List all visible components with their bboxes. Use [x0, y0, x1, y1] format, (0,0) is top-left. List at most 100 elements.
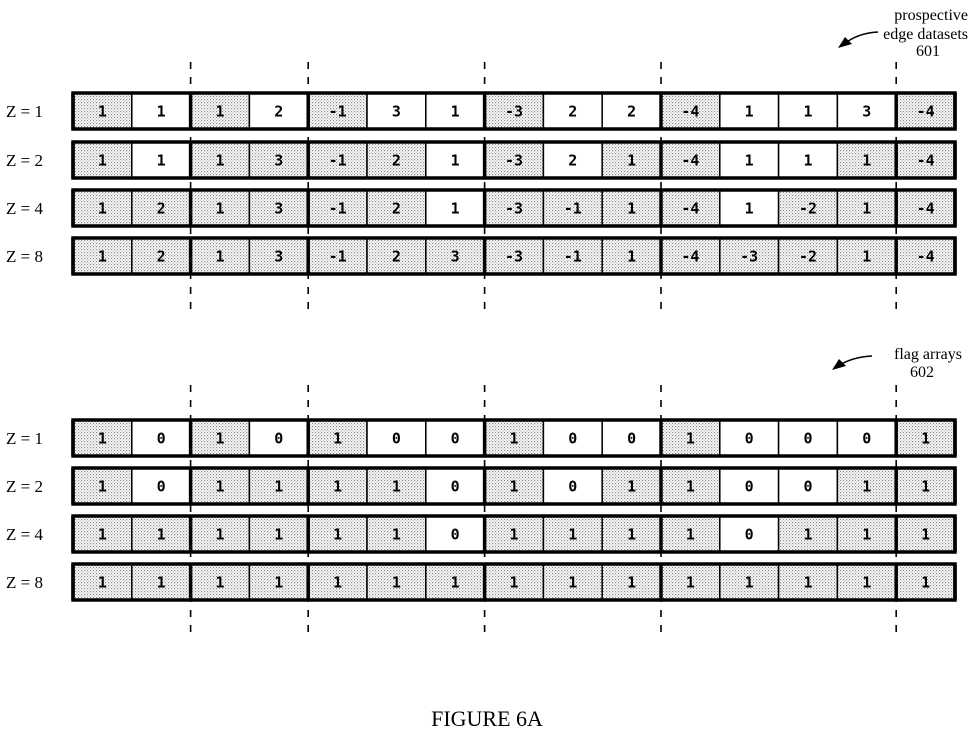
cell-value: 1 — [215, 248, 224, 266]
cell-value: 1 — [745, 200, 754, 218]
cell-value: -4 — [681, 103, 699, 121]
cell-value: 2 — [157, 200, 166, 218]
cell-value: -3 — [505, 200, 523, 218]
cell-value: -1 — [329, 200, 347, 218]
array-cell — [131, 141, 192, 179]
cell-value: 1 — [803, 103, 812, 121]
cell-value: 1 — [921, 430, 930, 448]
array-cell — [719, 92, 780, 130]
cell-value: 0 — [745, 526, 754, 544]
array-cell-shaded — [542, 237, 603, 275]
array-frame — [71, 562, 957, 602]
row-label: Z = 1 — [6, 429, 43, 448]
cell-value: 0 — [157, 430, 166, 448]
row-label: Z = 8 — [6, 573, 43, 592]
cell-value: -1 — [329, 152, 347, 170]
cell-value: 0 — [451, 478, 460, 496]
cell-value: 1 — [509, 478, 518, 496]
cell-value: 1 — [157, 103, 166, 121]
array-cell-shaded — [483, 237, 545, 275]
cell-value: 2 — [392, 152, 401, 170]
cell-value: 1 — [509, 526, 518, 544]
row-label: Z = 8 — [6, 247, 43, 266]
cell-value: 2 — [392, 200, 401, 218]
cell-value: 0 — [392, 430, 401, 448]
array-frame — [71, 140, 957, 180]
cell-value: 1 — [157, 574, 166, 592]
array-cell-shaded — [895, 467, 956, 505]
cell-value: 1 — [98, 574, 107, 592]
cell-value: 0 — [803, 478, 812, 496]
cell-value: 1 — [862, 574, 871, 592]
array-cell-shaded — [248, 189, 309, 227]
array-cell-shaded — [366, 515, 427, 553]
cell-value: 1 — [745, 103, 754, 121]
array-cell-shaded — [307, 515, 368, 553]
cell-value: 1 — [215, 430, 224, 448]
cell-value: -2 — [799, 200, 817, 218]
segment-dividers — [189, 62, 898, 636]
cell-value: 1 — [392, 526, 401, 544]
cell-value: 1 — [862, 478, 871, 496]
cell-value: 3 — [274, 200, 283, 218]
array-cell — [425, 419, 486, 457]
cell-value: 0 — [862, 430, 871, 448]
cell-value: 1 — [627, 152, 636, 170]
cell-value: 3 — [392, 103, 401, 121]
cell-value: 1 — [98, 200, 107, 218]
figure-title: FIGURE 6A — [431, 706, 543, 731]
cell-value: 1 — [215, 526, 224, 544]
array-frame — [71, 514, 957, 554]
cell-value: 1 — [509, 574, 518, 592]
cell-value: 1 — [568, 574, 577, 592]
array-cell-shaded — [72, 419, 133, 457]
cell-value: 1 — [274, 478, 283, 496]
array-cell-shaded — [601, 515, 662, 553]
array-cell-shaded — [836, 237, 897, 275]
cell-value: 1 — [921, 574, 930, 592]
cell-value: 1 — [333, 430, 342, 448]
array-cell — [719, 419, 780, 457]
cell-value: 0 — [451, 430, 460, 448]
cell-value: 1 — [98, 478, 107, 496]
cell-value: 2 — [274, 103, 283, 121]
array-cell-shaded — [601, 189, 662, 227]
annotation-line: edge datasets — [883, 26, 968, 43]
array-cell — [425, 141, 486, 179]
cell-value: 0 — [274, 430, 283, 448]
cell-value: 1 — [862, 526, 871, 544]
cell-value: -4 — [681, 200, 699, 218]
array-frame — [71, 91, 957, 131]
cell-value: 1 — [157, 526, 166, 544]
row-label: Z = 2 — [6, 477, 43, 496]
cell-value: -4 — [681, 152, 699, 170]
cell-value: 1 — [627, 574, 636, 592]
cell-value: 0 — [745, 430, 754, 448]
cell-value: 3 — [274, 248, 283, 266]
cell-value: 1 — [98, 430, 107, 448]
cell-value: 1 — [333, 526, 342, 544]
cell-value: 1 — [333, 574, 342, 592]
cell-value: 1 — [451, 574, 460, 592]
row-label: Z = 1 — [6, 102, 43, 121]
cell-value: 1 — [215, 103, 224, 121]
cell-value: 3 — [451, 248, 460, 266]
array-cell-shaded — [248, 237, 309, 275]
arrowhead-icon — [838, 37, 852, 48]
cell-value: 1 — [215, 200, 224, 218]
array-cell — [719, 189, 780, 227]
array-frame — [71, 188, 957, 228]
array-cell-shaded — [836, 189, 897, 227]
annotation-edge-datasets: prospective edge datasets 601 — [838, 7, 968, 60]
cell-value: 1 — [98, 103, 107, 121]
array-cell-shaded — [601, 467, 662, 505]
array-cell-shaded — [719, 237, 780, 275]
